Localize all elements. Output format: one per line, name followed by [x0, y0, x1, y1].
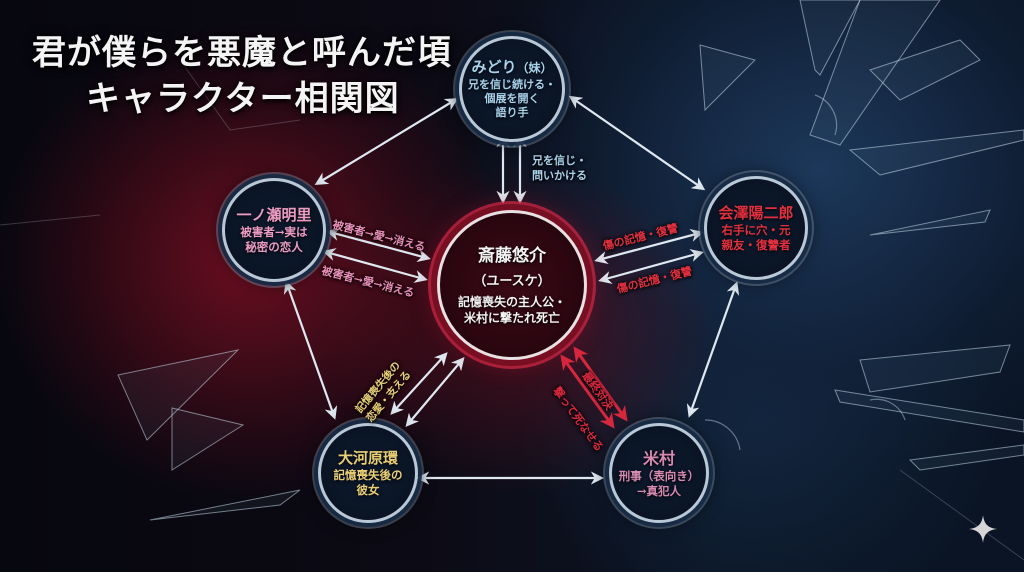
character-node-midori[interactable]: みどり（妹） 兄を信じ続ける・ 個展を開く 語り手 [459, 36, 565, 142]
arrow-ichinose-okawara [283, 280, 338, 420]
arrow-ichinose-center-b [322, 248, 428, 283]
character-name: 斎藤悠介 [478, 246, 546, 266]
character-node-aizawa[interactable]: 会澤陽二郎 右手に穴・元 親友・復讐者 [704, 176, 808, 280]
character-desc-line: 米村に撃たれ死亡 [463, 311, 560, 325]
character-desc-line: 彼女 [356, 483, 380, 497]
character-desc-line: 親友・復讐者 [721, 238, 791, 252]
character-name: 大河原環 [337, 449, 398, 467]
arrow-midori-ichinose [314, 97, 459, 186]
relation-label-midori-center: 兄を信じ・ 問いかける [532, 153, 587, 183]
character-desc-line: 秘密の恋人 [245, 240, 303, 254]
page-title: 君が僕らを悪魔と呼んだ頃 キャラクター相関図 [32, 30, 452, 122]
character-name: みどり [471, 58, 517, 76]
arrow-aizawa-center-b [598, 249, 704, 284]
character-node-yonemura[interactable]: 米村 刑事（表向き） →真犯人 [609, 423, 709, 523]
character-node-center[interactable]: 斎藤悠介 （ユースケ） 記憶喪失の主人公・ 米村に撃たれ死亡 [437, 210, 587, 360]
character-desc-line: 被害者→実は [240, 225, 308, 239]
character-name: 会澤陽二郎 [718, 204, 794, 222]
character-desc-line: →真犯人 [636, 483, 682, 498]
character-desc-line: 語り手 [495, 106, 529, 119]
title-line-2: キャラクター相関図 [86, 79, 400, 119]
character-alias: （ユースケ） [473, 274, 551, 289]
character-name: 米村 [642, 448, 675, 468]
arrow-yonemura-center-b [573, 346, 628, 422]
character-desc-line: 個展を開く [484, 92, 540, 105]
character-desc-line: 刑事（表向き） [618, 468, 700, 483]
arrow-midori-aizawa [568, 95, 706, 191]
relation-label-line: 兄を信じ・ [532, 154, 587, 167]
character-alias: （妹） [516, 61, 553, 75]
arrow-aizawa-yonemura [686, 281, 740, 418]
character-desc-line: 記憶喪失の主人公・ [457, 295, 566, 309]
character-node-okawara[interactable]: 大河原環 記憶喪失後の 彼女 [318, 423, 418, 523]
character-desc-line: 右手に穴・元 [721, 223, 791, 237]
four-point-star-icon [969, 515, 997, 543]
arrow-okawara-center-b [405, 356, 465, 428]
character-desc-line: 兄を信じ続ける・ [468, 78, 556, 91]
character-desc-line: 記憶喪失後の [333, 468, 403, 482]
character-name: 一ノ瀬明里 [236, 206, 312, 224]
character-node-ichinose[interactable]: 一ノ瀬明里 被害者→実は 秘密の恋人 [222, 178, 326, 282]
title-line-1: 君が僕らを悪魔と呼んだ頃 [32, 33, 452, 73]
relation-label-line: 問いかける [532, 169, 587, 182]
